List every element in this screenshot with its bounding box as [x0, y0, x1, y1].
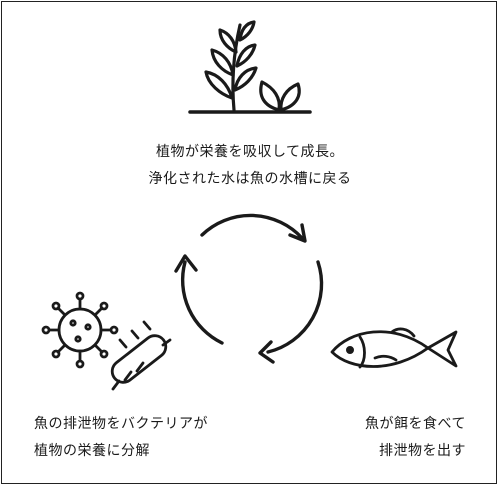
plant-icon — [188, 20, 312, 114]
fish-caption-line2: 排泄物を出す — [379, 443, 466, 459]
cycle-arrow-top — [200, 213, 304, 240]
cycle-arrow-left — [180, 260, 224, 345]
fish-icon — [330, 327, 458, 369]
plant-caption-line2: 浄化された水は魚の水槽に戻る — [148, 171, 352, 187]
bacteria-spikes — [41, 291, 119, 369]
bacteria-icon — [41, 291, 172, 391]
cycle-arrow-right — [266, 260, 324, 354]
fish-caption-line1: 魚が餌を食べて — [365, 416, 466, 432]
bacteria-caption-line2: 植物の栄養に分解 — [34, 443, 150, 459]
bacteria-caption-line1: 魚の排泄物をバクテリアが — [34, 416, 208, 432]
plant-caption-line1: 植物が栄養を吸収して成長。 — [155, 144, 345, 160]
cycle-arrows-icon — [174, 213, 324, 364]
rod-bacterium — [110, 320, 172, 391]
